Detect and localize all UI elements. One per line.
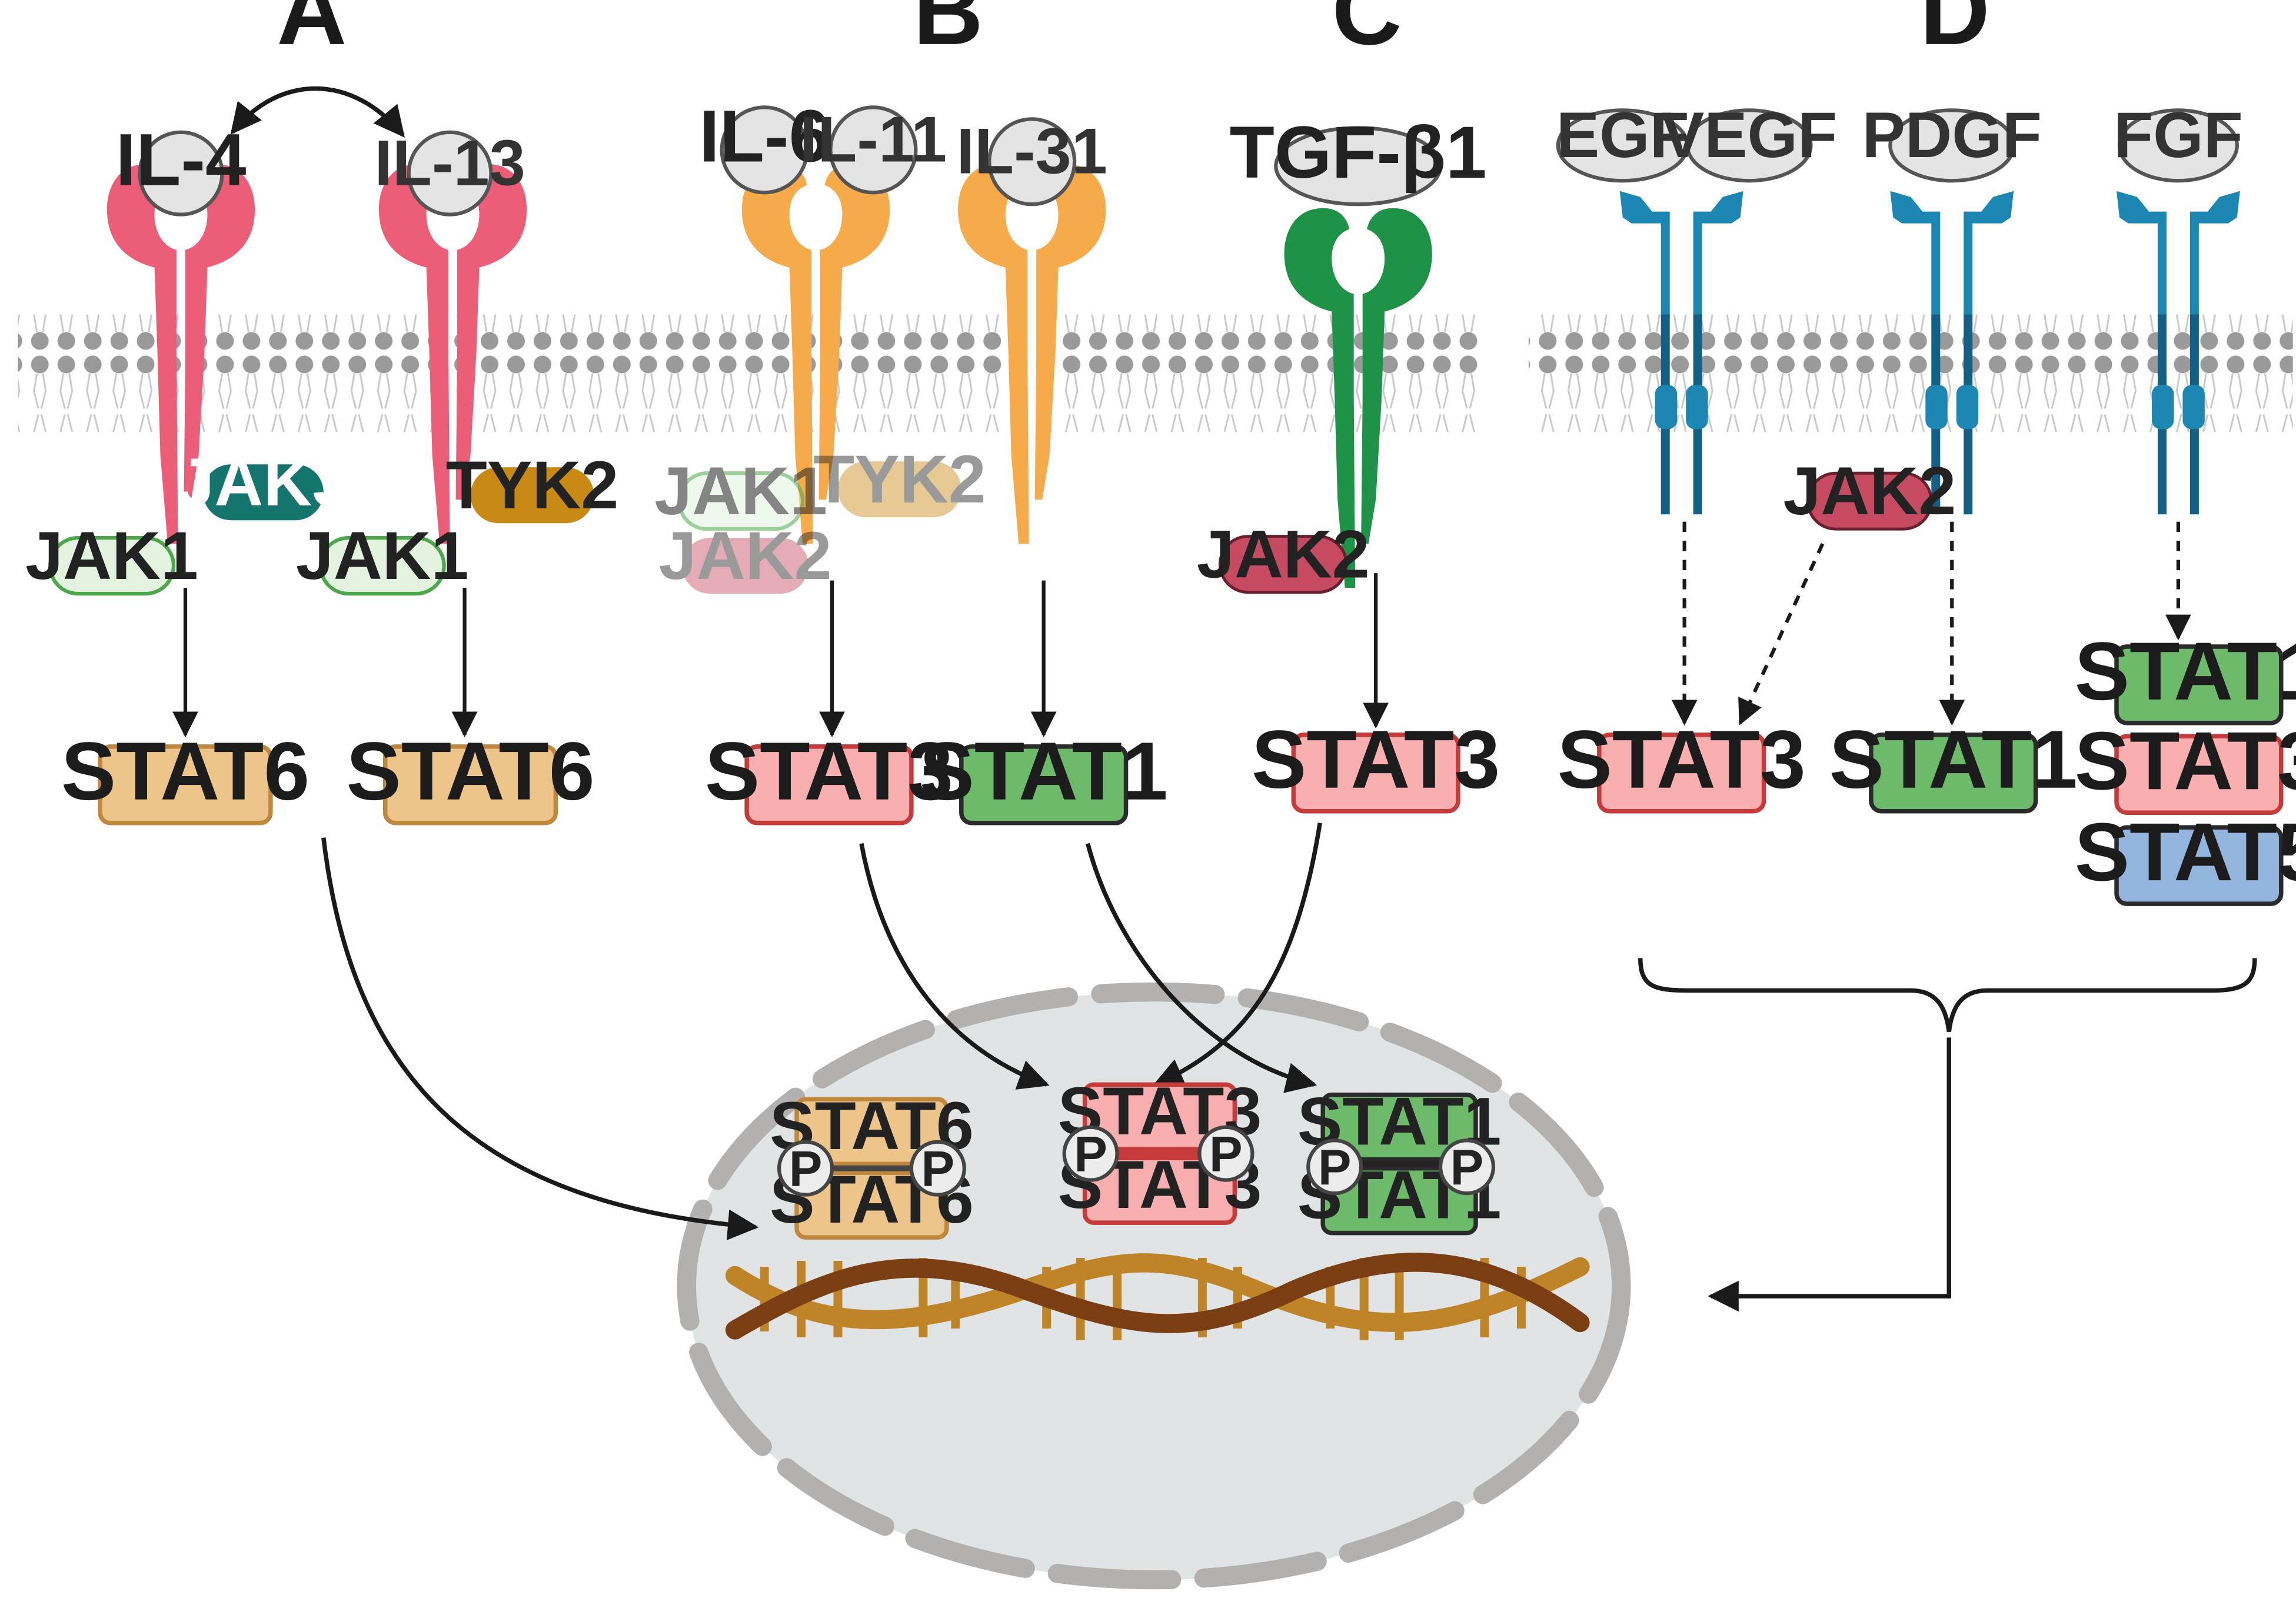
fgf-stat5-box: STAT5	[2075, 805, 2296, 906]
svg-text:IL-13: IL-13	[374, 128, 525, 199]
panel-label-c: C	[1332, 0, 1402, 65]
jak1-kinase-il4: JAK1	[25, 518, 198, 596]
stat1-box-d: STAT1	[1829, 713, 2078, 814]
il4-il13-shared-arrow	[230, 86, 405, 138]
pdgf-ligand: PDGF	[1862, 99, 2042, 183]
stat3-box-c: STAT3	[1252, 713, 1500, 814]
tyk2-kinase-b: TYK2	[813, 442, 986, 517]
panel-label-a: A	[277, 0, 347, 65]
il11-ligand: IL-11	[800, 104, 947, 195]
svg-text:P: P	[789, 1141, 823, 1197]
il31-ligand: IL-31	[956, 116, 1107, 207]
stat1-box-b: STAT1	[920, 725, 1168, 825]
panel-label-b: B	[913, 0, 983, 65]
svg-text:JAK1: JAK1	[654, 454, 827, 529]
fgf-stat1-box: STAT1	[2075, 625, 2296, 725]
arrow-stat3-c-to-nucleus	[1152, 823, 1322, 1088]
panel-d-to-nucleus-arrow	[1708, 1037, 1952, 1312]
arrow-stat3-b-to-nucleus	[859, 843, 1050, 1090]
stat1-dimer: STAT1 STAT1 P P	[1297, 1084, 1501, 1236]
cell-membrane-left	[18, 314, 1478, 432]
svg-text:JAK3: JAK3	[177, 445, 350, 520]
svg-text:EGF: EGF	[1556, 99, 1689, 171]
svg-text:STAT3: STAT3	[2075, 714, 2296, 807]
stat3-box-b: STAT3	[705, 725, 953, 825]
svg-text:TGF-β1: TGF-β1	[1230, 112, 1487, 194]
panel-label-d: D	[1920, 0, 1990, 65]
stat3-dimer: STAT3 STAT3 P P	[1058, 1074, 1262, 1225]
svg-text:STAT1: STAT1	[920, 725, 1168, 817]
stat6-dimer: STAT6 STAT6 P P	[770, 1088, 974, 1240]
stat6-box-1: STAT6	[61, 725, 310, 825]
svg-text:VEGF: VEGF	[1661, 99, 1837, 171]
arrow-stat1-to-nucleus	[1085, 843, 1317, 1093]
stat6-box-2: STAT6	[346, 725, 595, 825]
svg-text:STAT3: STAT3	[1558, 713, 1806, 805]
svg-text:JAK2: JAK2	[1783, 454, 1956, 529]
svg-text:STAT1: STAT1	[1829, 713, 2078, 805]
svg-text:JAK2: JAK2	[1197, 517, 1370, 592]
vegf-ligand: VEGF	[1661, 99, 1837, 183]
svg-text:STAT5: STAT5	[2075, 805, 2296, 898]
panel-d-brace	[1638, 958, 2257, 1032]
svg-text:TYK2: TYK2	[446, 448, 619, 523]
fgf-stat3-box: STAT3	[2075, 714, 2296, 815]
jak1-kinase-b: JAK1	[654, 454, 827, 531]
svg-text:P: P	[1074, 1126, 1107, 1182]
dashed-arrow-jak2	[1738, 542, 1825, 725]
egf-ligand: EGF	[1556, 99, 1689, 183]
fgf-ligand: FGF	[2114, 99, 2243, 183]
arrow-stat6-to-nucleus	[321, 837, 759, 1240]
il13-ligand: IL-13	[374, 128, 525, 217]
svg-text:PDGF: PDGF	[1862, 99, 2042, 171]
jak1-kinase-il13: JAK1	[296, 518, 469, 596]
svg-text:TYK2: TYK2	[813, 442, 986, 517]
tgfb1-ligand: TGF-β1	[1230, 112, 1487, 207]
tyk2-kinase: TYK2	[446, 448, 619, 523]
jak3-kinase: JAK3	[177, 445, 350, 520]
svg-text:STAT3: STAT3	[1252, 713, 1500, 805]
svg-text:IL-11: IL-11	[800, 104, 947, 176]
jak2-kinase-d: JAK2	[1783, 454, 1956, 531]
stat3-box-d: STAT3	[1558, 713, 1806, 814]
svg-text:P: P	[1450, 1139, 1484, 1195]
svg-text:STAT3: STAT3	[705, 725, 953, 817]
svg-text:JAK1: JAK1	[25, 518, 198, 594]
svg-text:JAK2: JAK2	[659, 518, 832, 594]
il6-ligand: IL-6	[699, 96, 830, 195]
svg-text:P: P	[1318, 1139, 1352, 1195]
il4-ligand: IL-4	[115, 119, 247, 217]
jak2-kinase-b: JAK2	[659, 518, 832, 594]
svg-text:STAT1: STAT1	[2075, 625, 2296, 717]
svg-text:IL-4: IL-4	[115, 119, 246, 201]
cell-membrane-right	[1528, 314, 2293, 432]
svg-text:IL-31: IL-31	[956, 116, 1107, 188]
svg-text:P: P	[1209, 1126, 1243, 1182]
svg-text:IL-6: IL-6	[699, 96, 830, 178]
svg-text:FGF: FGF	[2114, 99, 2243, 171]
svg-text:STAT6: STAT6	[61, 725, 310, 817]
svg-text:P: P	[921, 1141, 955, 1197]
jak2-kinase-c: JAK2	[1197, 517, 1370, 594]
svg-text:JAK1: JAK1	[296, 518, 469, 594]
svg-text:STAT6: STAT6	[346, 725, 594, 817]
dna-helix	[725, 1253, 1590, 1340]
